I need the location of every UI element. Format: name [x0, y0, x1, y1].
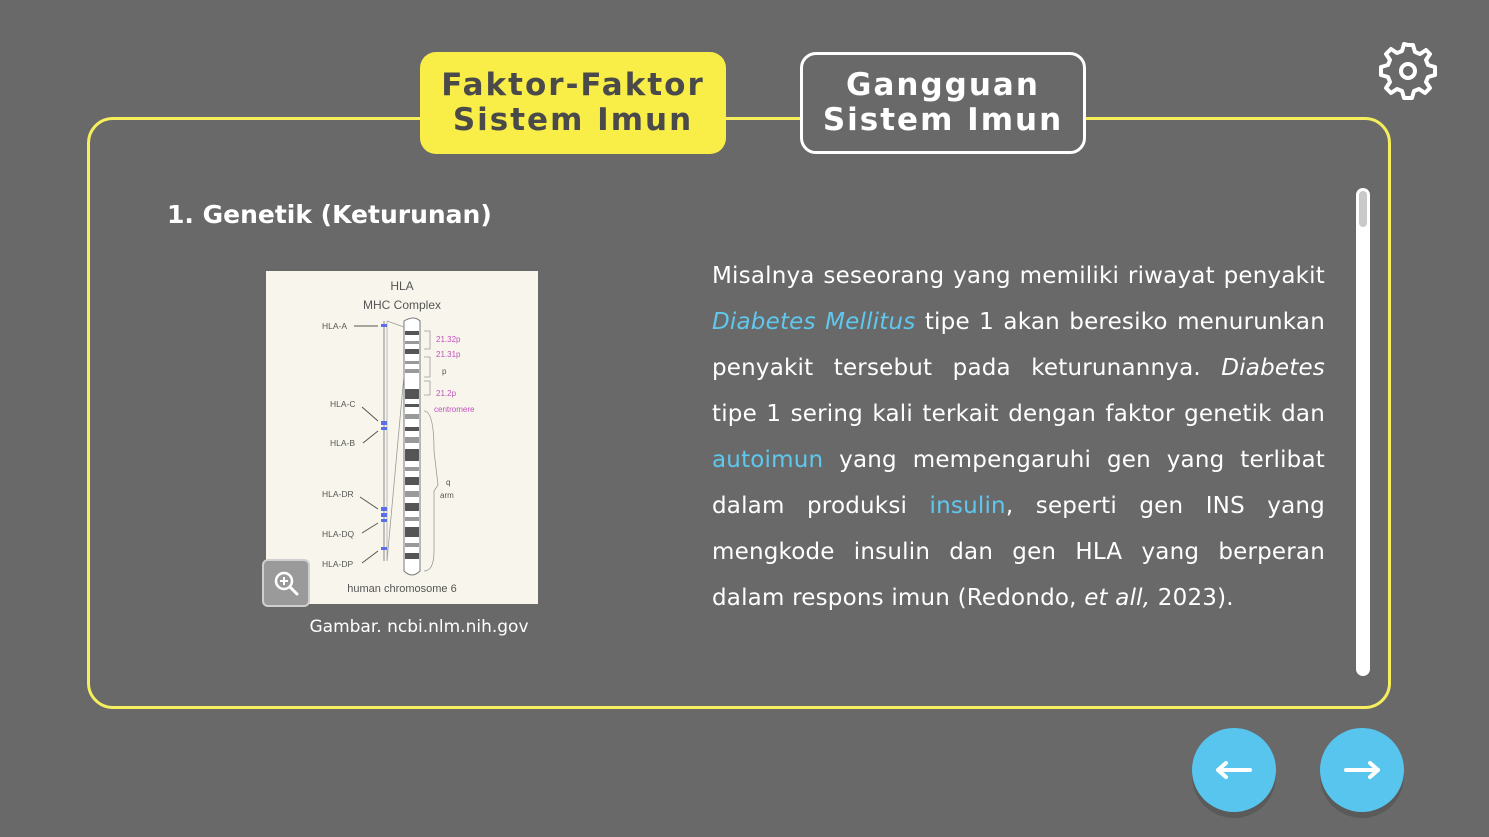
- tab-label: Faktor-Faktor Sistem Imun: [441, 67, 705, 138]
- zoom-image-button[interactable]: [262, 559, 310, 607]
- link-diabetes-mellitus[interactable]: Diabetes Mellitus: [712, 309, 916, 335]
- link-insulin[interactable]: insulin: [929, 493, 1006, 519]
- label-band-21-2p: 21.2p: [436, 389, 457, 398]
- next-button[interactable]: [1320, 728, 1404, 812]
- paragraph-text: , seperti gen INS yang mengkode insulin …: [712, 493, 1325, 611]
- label-hla-c: HLA-C: [330, 399, 356, 409]
- previous-button[interactable]: [1192, 728, 1276, 812]
- paragraph-italic: et all,: [1084, 585, 1151, 611]
- paragraph-text: Misalnya seseorang yang memiliki riwayat…: [712, 263, 1325, 289]
- figure-caption: Gambar. ncbi.nlm.nih.gov: [309, 617, 529, 637]
- paragraph-text: tipe 1 sering kali terkait dengan faktor…: [712, 401, 1325, 427]
- label-band-21-32p: 21.32p: [436, 335, 461, 344]
- label-arm: arm: [440, 491, 454, 500]
- settings-button[interactable]: [1377, 40, 1439, 102]
- link-autoimun[interactable]: autoimun: [712, 447, 824, 473]
- scrollbar-thumb[interactable]: [1359, 191, 1367, 227]
- arrow-left-icon: [1216, 761, 1252, 779]
- label-hla-a: HLA-A: [322, 321, 347, 331]
- label-hla-dr: HLA-DR: [322, 489, 354, 499]
- label-hla-b: HLA-B: [330, 438, 355, 448]
- label-centromere: centromere: [434, 405, 475, 414]
- label-hla-dp: HLA-DP: [322, 559, 354, 569]
- tab-faktor-faktor-sistem-imun[interactable]: Faktor-Faktor Sistem Imun: [420, 52, 726, 154]
- figure-title: HLA: [390, 279, 413, 293]
- content-panel: [87, 117, 1391, 709]
- zoom-in-icon: [274, 571, 299, 596]
- tab-label: Gangguan Sistem Imun: [822, 67, 1064, 138]
- paragraph-text: 2023).: [1150, 585, 1234, 611]
- label-chromosome: human chromosome 6: [347, 583, 456, 595]
- label-hla-dq: HLA-DQ: [322, 529, 355, 539]
- tab-gangguan-sistem-imun[interactable]: Gangguan Sistem Imun: [800, 52, 1086, 154]
- hla-figure: HLA MHC Complex HLA-A HLA-C HLA-B HLA-DR…: [266, 271, 538, 604]
- body-paragraph: Misalnya seseorang yang memiliki riwayat…: [712, 253, 1325, 621]
- gear-icon: [1379, 42, 1437, 100]
- paragraph-italic: Diabetes: [1221, 355, 1325, 381]
- label-band-21-31p: 21.31p: [436, 350, 461, 359]
- paragraph-text: yang mempengaruhi gen yang terlibat dala…: [712, 447, 1325, 519]
- label-q: q: [446, 478, 450, 487]
- paragraph-text: tipe 1 akan beresiko menurunkan penyakit…: [712, 309, 1325, 381]
- arrow-right-icon: [1344, 761, 1380, 779]
- figure-subtitle: MHC Complex: [363, 298, 441, 312]
- chromosome-diagram: HLA MHC Complex HLA-A HLA-C HLA-B HLA-DR…: [322, 279, 475, 595]
- scrollbar-track[interactable]: [1356, 188, 1370, 676]
- section-heading: 1. Genetik (Keturunan): [167, 200, 492, 229]
- label-p: p: [442, 367, 447, 376]
